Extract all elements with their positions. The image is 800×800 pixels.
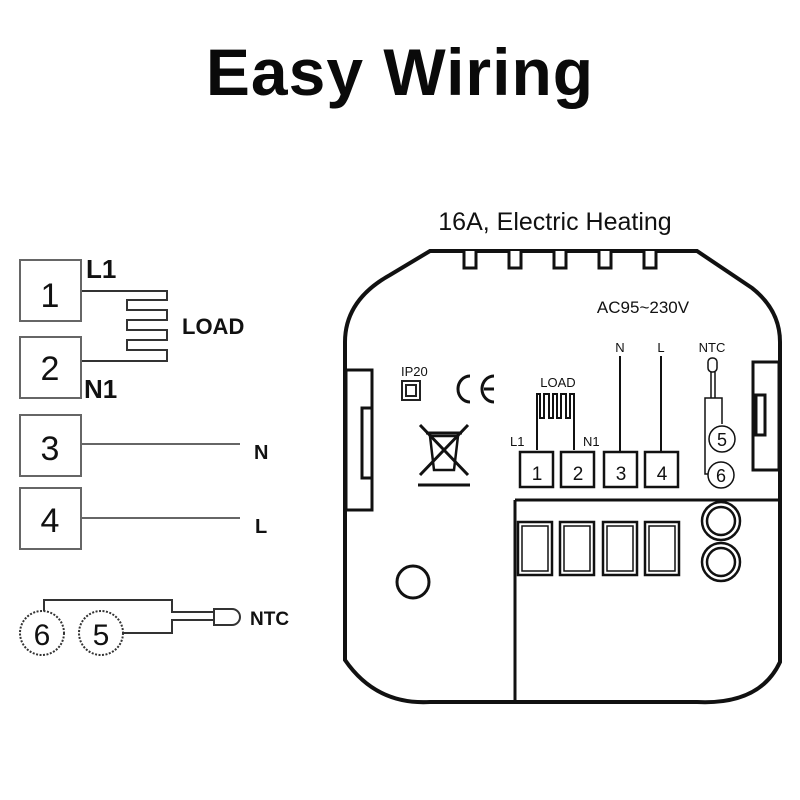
terminal-number: 3: [616, 464, 627, 485]
sensor-terminal-6: [19, 610, 65, 656]
left-terminal-4: 4: [19, 487, 82, 550]
device-load-element-icon: [536, 393, 575, 450]
top-vent-slots: [462, 251, 658, 270]
terminal-number: 2: [41, 350, 60, 388]
device-label-n1: N1: [583, 434, 600, 449]
terminal-number: 4: [657, 464, 668, 485]
device-terminal-2: [559, 450, 596, 489]
device-terminal-block: [518, 450, 680, 489]
indicator-rings: [700, 500, 742, 583]
device-terminal-4: [643, 450, 680, 489]
ip-rating-label: IP20: [401, 364, 428, 379]
double-insulation-icon: [401, 380, 421, 401]
sensor-wire-upper: [43, 599, 214, 613]
device-rating-label: 16A, Electric Heating: [438, 208, 671, 236]
connector-slots: [516, 520, 681, 577]
ntc-probe-icon: [213, 608, 241, 626]
device-ntc-probe-icon: [707, 357, 718, 373]
left-terminal-2: 2: [19, 336, 82, 399]
terminal-number: 1: [41, 277, 60, 315]
device-wire-label-l: L: [657, 340, 664, 355]
left-ntc-sensor: 6 5: [19, 599, 241, 656]
device-sensor-terminal-6: [707, 461, 735, 489]
wire-label-l: L: [255, 516, 267, 538]
page-title: Easy Wiring: [205, 35, 595, 109]
device-sensor-terminal-5: [708, 425, 736, 453]
terminal-label-n1: N1: [84, 374, 117, 404]
device-ntc-label: NTC: [699, 340, 726, 355]
device-load-label: LOAD: [540, 375, 575, 390]
ce-mark-icon: [456, 374, 495, 404]
mounting-hole-icon: [395, 564, 431, 600]
left-terminal-3: 3: [19, 414, 82, 477]
device-wire-label-n: N: [615, 340, 624, 355]
terminal-number: 1: [532, 464, 543, 485]
terminal-number: 5: [93, 619, 110, 652]
terminal-number: 3: [41, 430, 60, 468]
terminal-number: 5: [717, 430, 727, 450]
load-heating-element-icon: [82, 290, 168, 362]
device-ntc-sensor: [704, 357, 736, 489]
right-side-clip: [751, 360, 781, 472]
wire-label-n: N: [254, 442, 268, 464]
terminal-number: 2: [573, 464, 584, 485]
left-side-clip: [344, 368, 374, 512]
thermostat-back-panel: 16A, Electric Heating AC95~230V IP20: [343, 208, 782, 705]
terminal-number: 6: [716, 466, 726, 486]
device-terminal-3: [602, 450, 639, 489]
terminal-label-l1: L1: [86, 254, 116, 284]
weee-bin-icon: [418, 423, 470, 487]
terminal-number: 4: [41, 502, 60, 540]
left-terminal-1: 1: [19, 259, 82, 322]
voltage-label: AC95~230V: [597, 298, 690, 317]
device-lower-section: [395, 498, 778, 702]
sensor-wire-lower: [123, 619, 214, 634]
terminal-number: 6: [34, 619, 51, 652]
device-terminal-1: [518, 450, 555, 489]
left-wiring-schematic: 1 L1 2 N1 LOAD 3 N 4 L 6 5: [19, 254, 289, 656]
load-label: LOAD: [182, 314, 244, 339]
ntc-label: NTC: [250, 609, 289, 630]
device-label-l1: L1: [510, 434, 524, 449]
